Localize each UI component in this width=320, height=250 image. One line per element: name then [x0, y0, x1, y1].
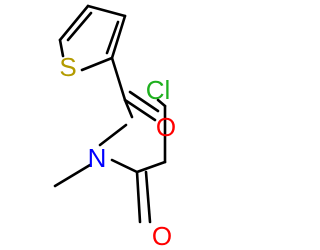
bond-ring-c3-c2-inner: [105, 20, 120, 55]
nitrogen-label: N: [88, 143, 107, 173]
bond-ring-c5-c4-inner: [66, 11, 93, 42]
bond-ring-c4-c3: [86, 4, 127, 18]
bond-cl: [156, 98, 167, 108]
bond-carbonyl-ch2: [123, 98, 134, 119]
bond-amide-double-2: [144, 170, 152, 224]
bond-amide-double-1: [135, 170, 142, 224]
bond-amide-ch2: [135, 160, 167, 174]
bond-ketone-double-2: [128, 90, 160, 113]
bond-ring-s-c5: [58, 38, 65, 58]
bond-ring-c3-c2: [110, 14, 127, 60]
bond-ring-s-c2: [80, 56, 114, 72]
ketone-oxygen-label: O: [156, 112, 176, 142]
amide-oxygen-label: O: [152, 221, 172, 250]
bond-n-amide-c: [110, 158, 139, 174]
bond-n-methyl: [53, 163, 92, 188]
bond-ring-c5-c4: [58, 4, 90, 42]
molecule-svg: S Cl O N O: [53, 4, 176, 250]
bond-ring-to-carbonyl: [110, 56, 127, 102]
structure-diagram: S Cl O N O: [53, 4, 177, 250]
bond-ketone-double-1: [123, 98, 157, 122]
bond-ch2-to-ndirect: [98, 123, 128, 147]
sulfur-label: S: [59, 52, 76, 82]
chlorine-label: Cl: [146, 75, 171, 105]
